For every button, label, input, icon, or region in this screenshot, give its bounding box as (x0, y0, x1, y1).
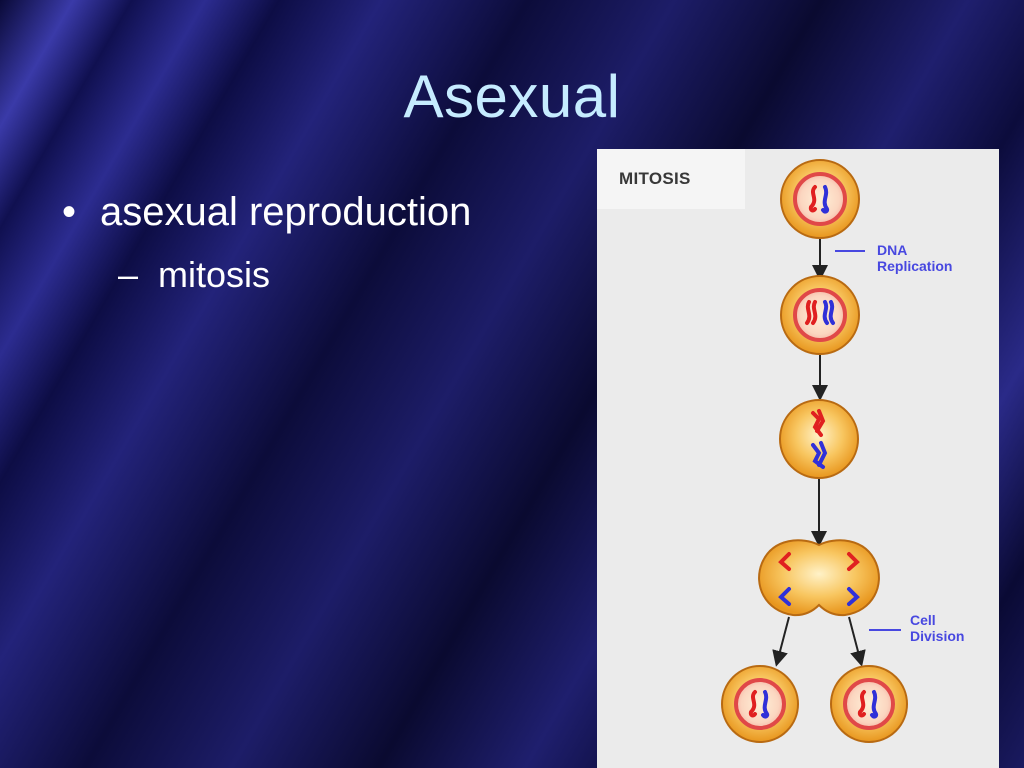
cell-interphase (780, 159, 860, 239)
sub-bullet-text: mitosis (158, 254, 271, 295)
bullet-text: asexual reproduction (100, 190, 472, 234)
mitosis-diagram: MITOSIS DNA Replication Cell Division (597, 149, 999, 768)
mitosis-diagram-drawing (721, 159, 908, 743)
daughter-cell-right (830, 665, 908, 743)
label-dna-line-1: DNA (877, 242, 908, 258)
diagram-title: MITOSIS (597, 149, 745, 209)
label-cell-division: Cell Division (910, 612, 964, 644)
sub-bullet-mitosis: –mitosis (118, 254, 270, 296)
label-dna-line-2: Replication (877, 258, 953, 274)
label-division-line-2: Division (910, 628, 965, 644)
arrow-daughter-right (848, 616, 866, 667)
cell-dividing (758, 539, 880, 617)
arrow-daughter-left (772, 616, 790, 667)
label-dna-replication: DNA Replication (877, 242, 952, 274)
slide-title: Asexual (403, 63, 621, 130)
bullet-dot: • (62, 190, 77, 234)
cell-metaphase (779, 399, 859, 479)
bullet-asexual-reproduction: • asexual reproduction (62, 190, 471, 235)
daughter-cell-left (721, 665, 799, 743)
label-division-line-1: Cell (910, 612, 936, 628)
cell-replicated (780, 275, 860, 355)
sub-bullet-dash: – (118, 254, 139, 295)
